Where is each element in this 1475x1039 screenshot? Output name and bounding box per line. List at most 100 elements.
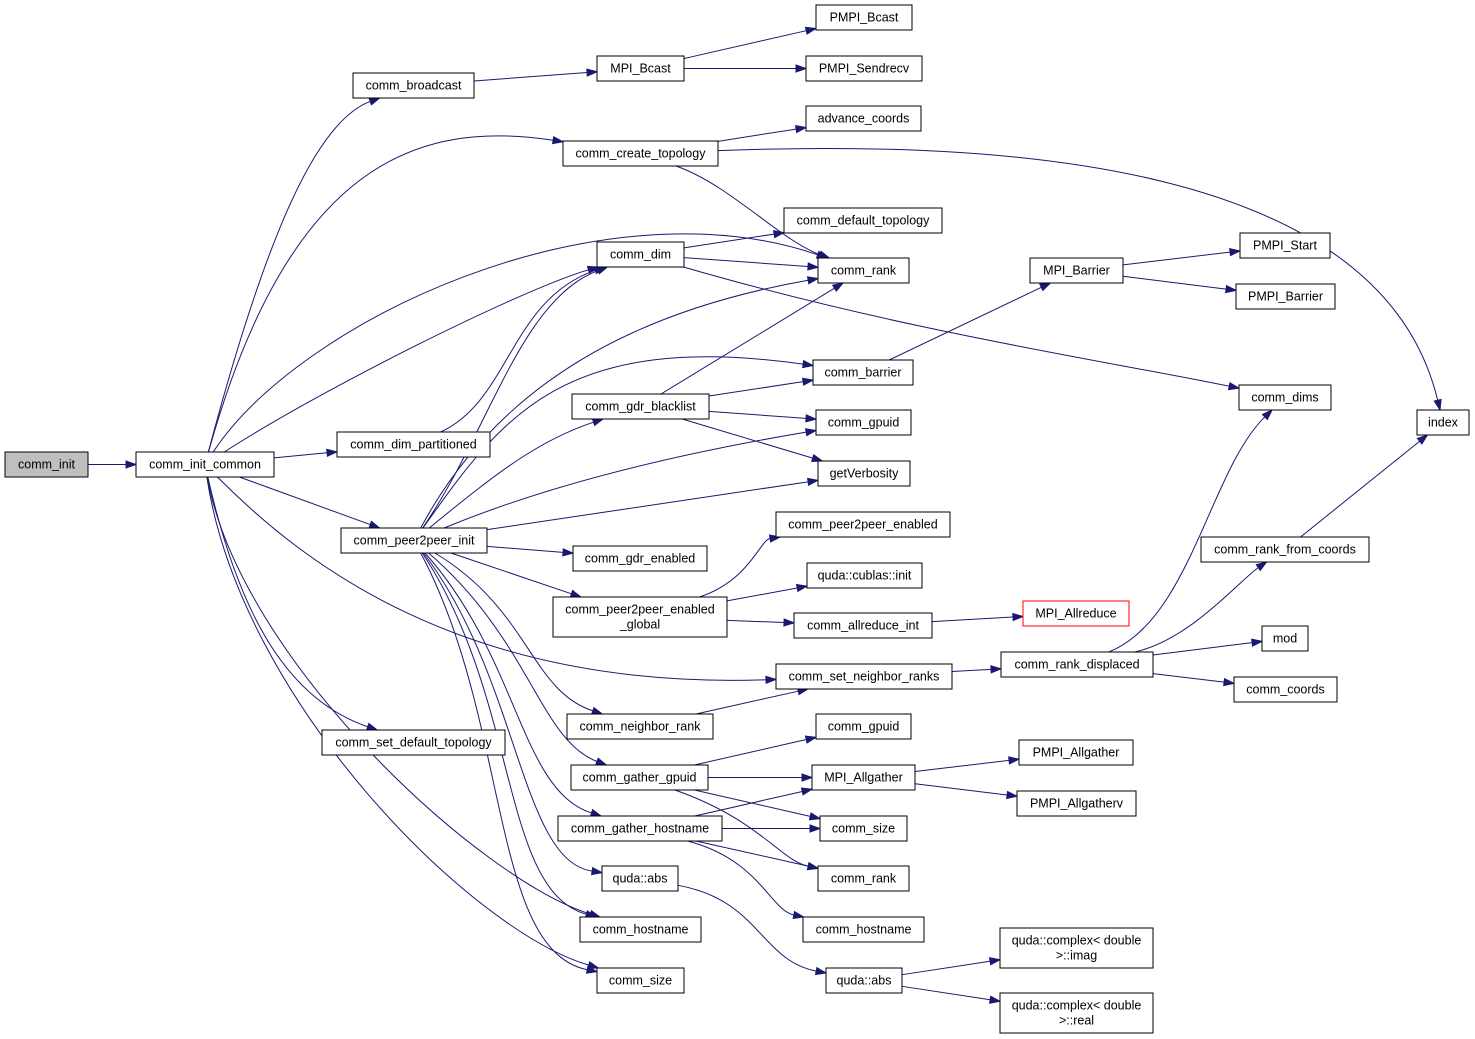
edge-line <box>473 72 588 82</box>
node-label: comm_barrier <box>824 366 901 380</box>
graph-node-PMPI-Allgatherv[interactable]: PMPI_Allgatherv <box>1016 790 1137 817</box>
arrow-head-icon <box>590 866 604 876</box>
graph-node-MPI-Allgather[interactable]: MPI_Allgather <box>811 764 916 791</box>
call-edge-comm_init_common-to-comm_peer2peer_init <box>239 476 382 529</box>
arrow-head-icon <box>817 250 831 259</box>
arrow-head-icon <box>1433 398 1442 412</box>
graph-node-comm-gdr-enabled[interactable]: comm_gdr_enabled <box>572 545 708 572</box>
arrow-head-icon <box>802 359 815 369</box>
graph-node-MPI-Allreduce[interactable]: MPI_Allreduce <box>1022 600 1130 627</box>
graph-node-quda-complex-real[interactable]: quda::complex< double>::real <box>999 992 1154 1034</box>
call-edge-quda_abs_2-to-quda_complex_real <box>901 985 1002 1004</box>
arrow-head-icon <box>585 965 599 974</box>
graph-node-comm-size[interactable]: comm_size <box>596 967 685 994</box>
graph-node-comm-rank-from-coords[interactable]: comm_rank_from_coords <box>1200 536 1370 563</box>
arrow-head-icon <box>809 824 822 833</box>
arrow-head-icon <box>804 428 818 437</box>
edge-line <box>694 790 803 817</box>
edge-line <box>1300 440 1420 538</box>
graph-node-comm-dim-partitioned[interactable]: comm_dim_partitioned <box>336 431 491 458</box>
graph-node-comm-dims[interactable]: comm_dims <box>1238 384 1332 411</box>
node-box <box>775 663 953 690</box>
edge-line <box>486 545 564 553</box>
node-box <box>783 207 943 234</box>
arrow-head-icon <box>988 995 1002 1004</box>
graph-node-comm-hostname[interactable]: comm_hostname <box>579 916 702 943</box>
node-label: PMPI_Start <box>1253 239 1317 253</box>
node-label: quda::abs <box>837 974 892 988</box>
graph-node-quda-complex-imag[interactable]: quda::complex< double>::imag <box>999 927 1154 969</box>
graph-node-PMPI-Bcast[interactable]: PMPI_Bcast <box>815 4 913 31</box>
call-edge-comm_create_topology-to-advance_coords <box>717 124 808 142</box>
graph-node-comm-default-topology[interactable]: comm_default_topology <box>783 207 943 234</box>
graph-node-comm-dim[interactable]: comm_dim <box>596 241 685 268</box>
arrow-head-icon <box>1261 408 1274 421</box>
graph-node-MPI-Bcast[interactable]: MPI_Bcast <box>596 55 685 82</box>
graph-node-index[interactable]: index <box>1416 409 1470 436</box>
edge-line <box>677 884 817 972</box>
node-box <box>817 257 910 284</box>
graph-node-comm-gdr-blacklist[interactable]: comm_gdr_blacklist <box>571 393 710 420</box>
graph-node-advance-coords[interactable]: advance_coords <box>805 105 922 132</box>
edge-line <box>695 690 799 715</box>
edge-line <box>687 840 794 916</box>
edge-line <box>224 269 589 453</box>
node-label: >::real <box>1059 1014 1094 1028</box>
graph-node-comm-broadcast[interactable]: comm_broadcast <box>352 72 475 99</box>
edge-line <box>901 960 991 976</box>
graph-node-getVerbosity[interactable]: getVerbosity <box>817 460 911 487</box>
graph-node-comm-barrier[interactable]: comm_barrier <box>812 359 914 386</box>
graph-node-MPI-Barrier[interactable]: MPI_Barrier <box>1029 257 1124 284</box>
graph-node-comm-rank-2[interactable]: comm_rank <box>817 865 910 892</box>
edge-line <box>420 279 809 529</box>
edge-line <box>208 135 554 453</box>
node-label: index <box>1428 416 1459 430</box>
graph-node-comm-allreduce-int[interactable]: comm_allreduce_int <box>793 612 933 639</box>
arrow-head-icon <box>772 230 786 239</box>
call-edge-comm_gdr_blacklist-to-getVerbosity <box>682 418 824 463</box>
graph-node-comm-coords[interactable]: comm_coords <box>1233 676 1338 703</box>
edge-line <box>1152 642 1253 656</box>
arrow-head-icon <box>125 460 138 469</box>
graph-node-quda-abs-1[interactable]: quda::abs <box>601 865 679 892</box>
graph-node-comm-gpuid[interactable]: comm_gpuid <box>815 409 912 436</box>
edge-line <box>674 789 809 867</box>
graph-node-comm-set-default-topology[interactable]: comm_set_default_topology <box>321 729 506 756</box>
arrow-head-icon <box>1416 434 1429 445</box>
node-box <box>825 967 903 994</box>
graph-node-PMPI-Start[interactable]: PMPI_Start <box>1239 232 1331 259</box>
graph-node-comm-gather-hostname[interactable]: comm_gather_hostname <box>557 815 723 842</box>
arrow-head-icon <box>807 262 820 271</box>
call-edge-comm_gather_gpuid-to-comm_gpuid_2 <box>694 735 818 766</box>
graph-node-comm-neighbor-rank[interactable]: comm_neighbor_rank <box>566 713 714 740</box>
graph-node-mod[interactable]: mod <box>1261 625 1309 652</box>
graph-node-PMPI-Sendrecv[interactable]: PMPI_Sendrecv <box>805 55 923 82</box>
graph-node-comm-gpuid-2[interactable]: comm_gpuid <box>815 713 912 740</box>
graph-node-comm-peer2peer-enabled[interactable]: comm_peer2peer_enabled <box>775 511 951 538</box>
graph-node-PMPI-Allgather[interactable]: PMPI_Allgather <box>1018 739 1134 766</box>
graph-node-quda-abs-2[interactable]: quda::abs <box>825 967 903 994</box>
graph-node-comm-peer2peer-init[interactable]: comm_peer2peer_init <box>340 527 488 554</box>
edge-line <box>695 840 809 867</box>
node-label: comm_size <box>832 822 895 836</box>
node-box <box>340 527 488 554</box>
graph-node-PMPI-Barrier[interactable]: PMPI_Barrier <box>1235 283 1336 310</box>
arrow-head-icon <box>804 26 818 35</box>
graph-node-comm-size-2[interactable]: comm_size <box>819 815 908 842</box>
node-box <box>999 927 1154 969</box>
graph-node-comm-init[interactable]: comm_init <box>4 451 89 478</box>
graph-node-comm-set-neighbor-ranks[interactable]: comm_set_neighbor_ranks <box>775 663 953 690</box>
node-label: PMPI_Sendrecv <box>819 62 910 76</box>
graph-node-comm-hostname-2[interactable]: comm_hostname <box>802 916 925 943</box>
arrow-head-icon <box>1251 638 1264 647</box>
edge-line <box>682 418 813 459</box>
graph-node-comm-rank[interactable]: comm_rank <box>817 257 910 284</box>
graph-node-comm-gather-gpuid[interactable]: comm_gather_gpuid <box>570 764 709 791</box>
graph-node-comm-init-common[interactable]: comm_init_common <box>135 451 275 478</box>
arrow-head-icon <box>795 583 809 593</box>
graph-node-comm-peer2peer-enabled-global[interactable]: comm_peer2peer_enabled_global <box>552 596 728 638</box>
node-label: MPI_Barrier <box>1043 264 1110 278</box>
graph-node-comm-rank-displaced[interactable]: comm_rank_displaced <box>1000 651 1154 678</box>
graph-node-comm-create-topology[interactable]: comm_create_topology <box>562 140 719 167</box>
graph-node-quda-cublas-init[interactable]: quda::cublas::init <box>806 562 923 589</box>
